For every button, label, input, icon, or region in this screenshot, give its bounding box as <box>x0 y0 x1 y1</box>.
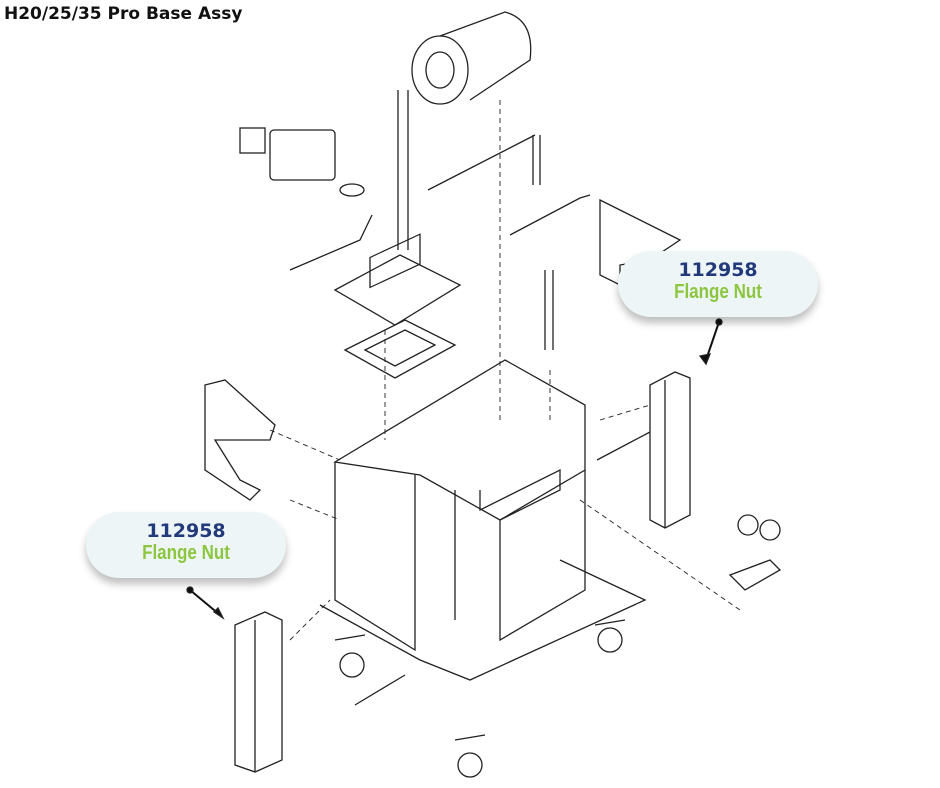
burner-plate <box>333 254 462 326</box>
gas-valve <box>239 127 365 197</box>
bracket-left <box>204 379 276 501</box>
diagram-title: H20/25/35 Pro Base Assy <box>4 4 243 24</box>
part-name: Flange Nut <box>142 542 230 564</box>
heat-exchanger-left <box>234 611 283 773</box>
motor <box>411 11 532 105</box>
gasket <box>343 319 457 379</box>
hose <box>289 134 536 271</box>
part-number: 112958 <box>146 520 226 542</box>
tie-rod <box>354 431 651 706</box>
vertical-pipe <box>397 90 409 250</box>
assembly-leader-lines <box>269 100 741 641</box>
hose-right <box>509 194 591 236</box>
callout-dot <box>715 318 723 326</box>
part-number: 112958 <box>678 259 758 281</box>
callout-flange-nut-right: 112958 Flange Nut <box>618 251 818 317</box>
base-cabinet <box>319 233 647 681</box>
rod <box>532 135 554 350</box>
callout-dot <box>186 586 194 594</box>
callout-flange-nut-left: 112958 Flange Nut <box>86 512 286 578</box>
gauge-manifold <box>728 514 782 591</box>
arrow-head-icon <box>212 353 712 620</box>
casters <box>334 619 626 778</box>
heat-exchanger-right <box>649 371 691 529</box>
part-name: Flange Nut <box>674 281 762 303</box>
